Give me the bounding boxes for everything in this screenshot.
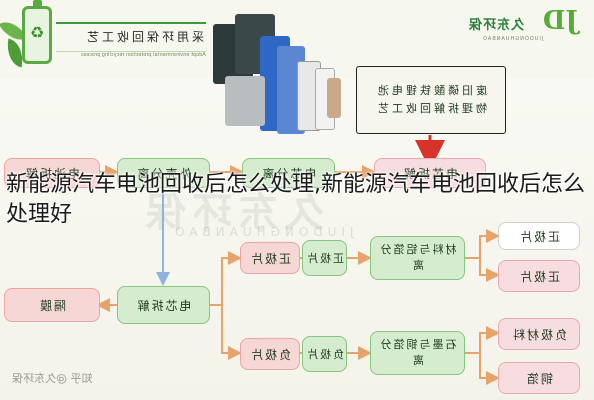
recycle-battery-icon: ♻ [22, 0, 52, 64]
process-title-line2: 物理拆解回收工艺 [375, 102, 487, 115]
negative-plate-box-a: 负极片 [240, 338, 300, 370]
source-watermark: 知乎 @久东环保 [12, 372, 93, 385]
battery-cells-photo [205, 6, 355, 136]
tagline: 采用环保回收工艺 Adopt environmental protection … [56, 22, 206, 58]
positive-plate-box-b: 正极片 [302, 240, 347, 276]
process-title-box: 废旧磷酸铁锂电池 物理拆解回收工艺 [356, 66, 506, 134]
membrane-box: 隔膜 [4, 288, 100, 322]
caption-text: 新能源汽车电池回收后怎么处理,新能源汽车电池回收后怎么处理好 [6, 172, 585, 227]
cell-disassembly-box: 电芯拆解 [117, 286, 210, 324]
positive-plate-box-a: 正极片 [240, 242, 300, 274]
positive-separation-box: 材料与铝箔分离 [370, 236, 465, 280]
header-banner: ♻ 采用环保回收工艺 Adopt environmental protectio… [0, 0, 594, 134]
negative-separation-box: 石墨与铜箔分离 [370, 331, 465, 375]
negative-output-2: 铜箔 [498, 362, 580, 394]
negative-output-1: 负极材料 [498, 318, 580, 350]
positive-output-2: 正极片 [498, 260, 580, 292]
process-title-line1: 废旧磷酸铁锂电池 [375, 84, 487, 97]
negative-plate-box-b: 负极片 [302, 336, 347, 372]
